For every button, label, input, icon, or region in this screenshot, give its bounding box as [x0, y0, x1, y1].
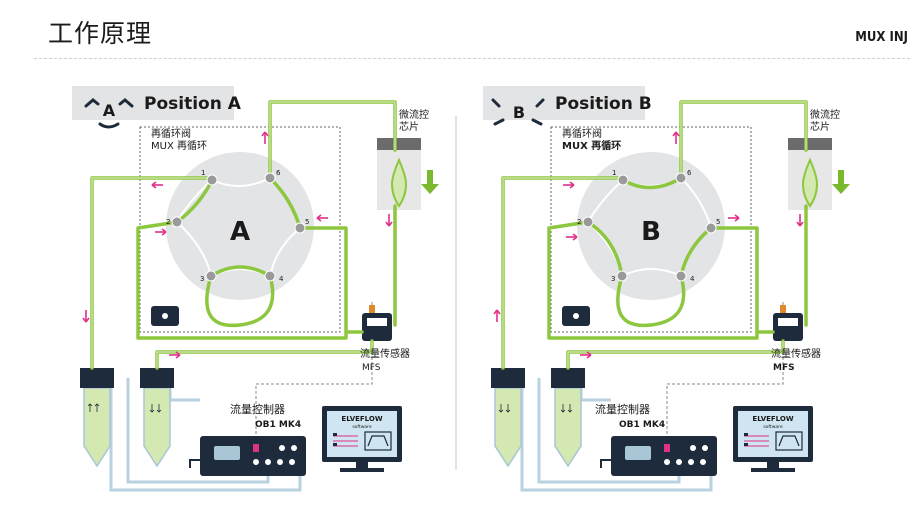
- port-a-6: 6: [276, 169, 281, 177]
- valve-a-label-1: 再循环阀: [151, 127, 191, 140]
- controller-a-label-1: 流量控制器: [230, 402, 285, 416]
- sensor-b-label-1: 流量传感器: [771, 347, 821, 360]
- panel-position-a: A Position A 1 2 3: [72, 86, 441, 492]
- chip-b-label-2: 芯片: [810, 120, 830, 133]
- port-a-2: 2: [166, 218, 170, 226]
- valve-b-label-2: MUX 再循环: [562, 139, 621, 152]
- flow-arrows-a: [82, 131, 393, 359]
- controller-b-label-1: 流量控制器: [595, 402, 650, 416]
- sensor-a-label-1: 流量传感器: [360, 347, 410, 360]
- position-b-title: Position B: [555, 94, 652, 114]
- screen-b-sub: software: [763, 424, 783, 430]
- valve-a-icon: [84, 98, 134, 129]
- flow-arrows-b: [493, 131, 804, 359]
- valve-b-icon: [491, 98, 545, 126]
- chip-a-label-2: 芯片: [399, 120, 419, 133]
- header-divider: [34, 58, 910, 59]
- port-a-5: 5: [305, 218, 309, 226]
- port-b-2: 2: [577, 218, 581, 226]
- controller-b-label-2: OB1 MK4: [619, 420, 665, 430]
- badge-letter-b: B: [513, 103, 525, 122]
- port-b-3: 3: [611, 275, 615, 283]
- reservoir-b-arrows: [498, 404, 573, 413]
- screen-a-sub: software: [352, 424, 372, 430]
- valve-a-letter: A: [230, 217, 250, 247]
- port-b-6: 6: [687, 169, 692, 177]
- screen-a-brand: ELVEFLOW: [341, 415, 382, 423]
- port-b-4: 4: [690, 275, 695, 283]
- controller-a-label-2: OB1 MK4: [255, 420, 301, 430]
- badge-letter-a: A: [103, 101, 116, 120]
- mode-tag: MUX INJ: [855, 30, 908, 45]
- valve-b-label-1: 再循环阀: [562, 127, 602, 140]
- port-b-5: 5: [716, 218, 720, 226]
- port-a-3: 3: [200, 275, 204, 283]
- position-b-badge: [483, 86, 645, 120]
- valve-b-ports: [582, 172, 717, 282]
- valve-b-letter: B: [641, 217, 661, 247]
- valve-a-label-2: MUX 再循环: [151, 139, 207, 152]
- sensor-b-label-2: MFS: [773, 363, 795, 373]
- panel-position-b: B Position B 1 2 3: [483, 86, 852, 492]
- screen-b-brand: ELVEFLOW: [752, 415, 793, 423]
- sensor-a-label-2: MFS: [362, 363, 381, 373]
- chip-a-label-1: 微流控: [399, 108, 429, 121]
- port-b-1: 1: [612, 169, 616, 177]
- position-a-title: Position A: [144, 94, 242, 114]
- chip-b-label-1: 微流控: [810, 108, 840, 121]
- page-title: 工作原理: [48, 19, 153, 48]
- valve-a-ports: [171, 172, 306, 282]
- port-a-4: 4: [279, 275, 284, 283]
- reservoir-a-arrows: [87, 403, 162, 413]
- port-a-1: 1: [201, 169, 205, 177]
